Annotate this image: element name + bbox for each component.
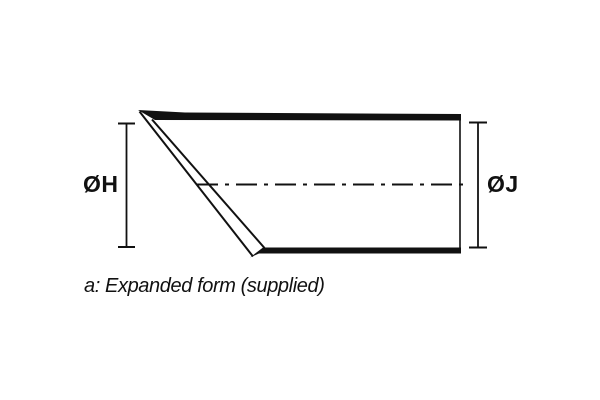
dimension-h bbox=[118, 122, 135, 248]
wall-fills bbox=[138, 110, 461, 258]
figure-caption: a: Expanded form (supplied) bbox=[84, 275, 325, 297]
dimension-label-j: ØJ bbox=[487, 171, 519, 197]
dimension-label-h: ØH bbox=[83, 171, 119, 197]
line-work bbox=[118, 110, 487, 258]
tube-bottom-wall bbox=[250, 247, 461, 258]
cut-edge-outer-line bbox=[138, 110, 254, 258]
tube-top-wall bbox=[138, 110, 461, 121]
dimension-j bbox=[469, 121, 487, 249]
